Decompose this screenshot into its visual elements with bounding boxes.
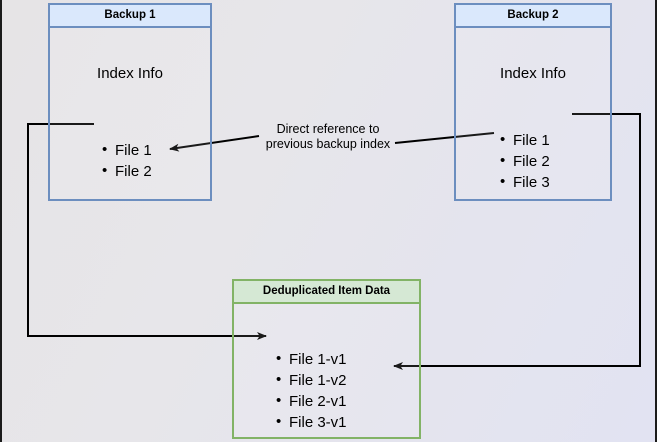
list-item: File 1-v1 [276,348,347,370]
list-item: File 2 [102,160,152,182]
backup-2-index-info-label: Index Info [500,65,566,82]
node-backup-2-header: Backup 2 [456,5,610,28]
backup-1-file-list: File 1 File 2 [102,139,152,182]
backup-1-index-info-label: Index Info [97,65,163,82]
edge-label-direct-reference: Direct reference to previous backup inde… [265,122,391,151]
node-deduplicated-body: File 1-v1 File 1-v2 File 2-v1 File 3-v1 [234,304,419,437]
list-item: File 3-v1 [276,411,347,433]
list-item: File 1 [102,139,152,161]
backup-2-file-list: File 1 File 2 File 3 [500,129,550,193]
list-item: File 2-v1 [276,390,347,412]
node-backup-1-body: Index Info File 1 File 2 [50,28,210,199]
node-backup-2[interactable]: Backup 2 Index Info File 1 File 2 File 3 [454,3,612,201]
node-deduplicated-item-data[interactable]: Deduplicated Item Data File 1-v1 File 1-… [232,279,421,439]
list-item: File 2 [500,150,550,172]
node-deduplicated-header: Deduplicated Item Data [234,281,419,304]
node-backup-1-header: Backup 1 [50,5,210,28]
node-backup-1[interactable]: Backup 1 Index Info File 1 File 2 [48,3,212,201]
list-item: File 1 [500,129,550,151]
list-item: File 3 [500,171,550,193]
deduplicated-file-list: File 1-v1 File 1-v2 File 2-v1 File 3-v1 [276,348,347,433]
node-backup-2-body: Index Info File 1 File 2 File 3 [456,28,610,199]
list-item: File 1-v2 [276,369,347,391]
